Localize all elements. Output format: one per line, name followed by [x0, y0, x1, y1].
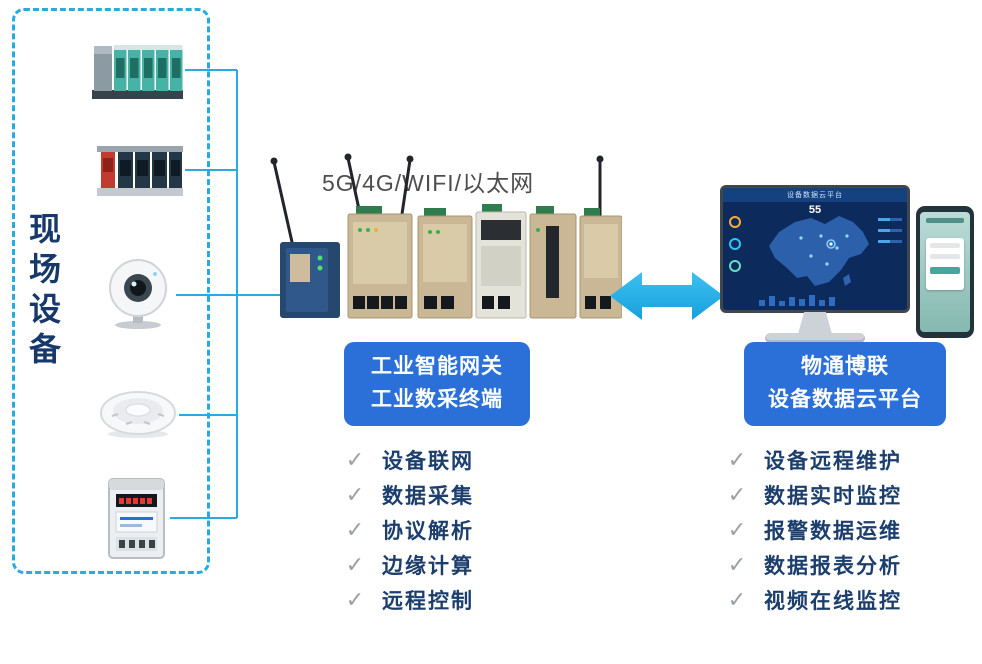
camera-icon — [100, 256, 175, 336]
phone-header-bar — [926, 218, 964, 223]
bidirectional-arrow-icon — [608, 268, 726, 329]
login-field — [930, 243, 960, 248]
plc-teal-icon — [90, 36, 185, 107]
gateway-feature-label: 数据采集 — [382, 484, 474, 508]
plc-dark-icon — [95, 140, 185, 203]
gateway-feature-row: ✓ 设备联网 — [344, 442, 474, 477]
cloud-title-box: 物通博联 设备数据云平台 — [744, 342, 946, 426]
dashboard-title: 设备数据云平台 — [787, 192, 843, 199]
check-icon: ✓ — [727, 446, 747, 472]
gauge-icon — [729, 216, 741, 228]
check-icon: ✓ — [345, 586, 365, 612]
gateway-title-box: 工业智能网关 工业数采终端 — [344, 342, 530, 426]
gateway-feature-label: 远程控制 — [382, 589, 474, 613]
field-devices-label: 现场设备 — [25, 212, 61, 372]
dashboard-header: 设备数据云平台 — [723, 188, 907, 202]
check-icon: ✓ — [727, 586, 747, 612]
login-button — [930, 267, 960, 274]
phone-login-card — [926, 238, 964, 290]
cloud-feature-list: ✓ 设备远程维护 ✓ 数据实时监控 ✓ 报警数据运维 ✓ 数据报表分析 ✓ 视频… — [726, 442, 902, 617]
dashboard-side-stats — [878, 218, 902, 243]
china-map-icon — [751, 208, 879, 299]
gateway-feature-label: 协议解析 — [382, 519, 474, 543]
network-label: 5G/4G/WIFI/以太网 — [322, 170, 535, 196]
gateway-feature-row: ✓ 数据采集 — [344, 477, 474, 512]
gateway-devices-illustration — [262, 150, 623, 345]
gateway-feature-row: ✓ 边缘计算 — [344, 547, 474, 582]
cloud-feature-row: ✓ 视频在线监控 — [726, 582, 902, 617]
check-icon: ✓ — [727, 551, 747, 577]
cloud-title-line2: 设备数据云平台 — [768, 388, 922, 411]
cloud-feature-label: 视频在线监控 — [764, 589, 902, 613]
gateway-title-line2: 工业数采终端 — [371, 388, 503, 411]
login-field — [930, 254, 960, 259]
dashboard-monitor: 设备数据云平台 55 — [720, 185, 910, 313]
phone-screen — [920, 212, 970, 332]
cloud-feature-label: 设备远程维护 — [764, 449, 902, 473]
gateway-feature-label: 边缘计算 — [382, 554, 474, 578]
smoke-detector-icon — [98, 386, 178, 446]
energy-meter-icon — [104, 476, 169, 566]
gateway-feature-row: ✓ 远程控制 — [344, 582, 474, 617]
check-icon: ✓ — [345, 481, 365, 507]
check-icon: ✓ — [727, 481, 747, 507]
cloud-feature-row: ✓ 设备远程维护 — [726, 442, 902, 477]
monitor-stand — [798, 312, 832, 334]
gauge-icon — [729, 238, 741, 250]
dashboard-gauges — [729, 216, 741, 272]
cloud-title-line1: 物通博联 — [801, 355, 889, 379]
cloud-feature-row: ✓ 数据报表分析 — [726, 547, 902, 582]
check-icon: ✓ — [345, 551, 365, 577]
gauge-icon — [729, 260, 741, 272]
cloud-feature-row: ✓ 数据实时监控 — [726, 477, 902, 512]
dashboard-alarm-count: 55 — [808, 204, 822, 216]
gateway-title-line1: 工业智能网关 — [371, 355, 503, 379]
phone-mockup — [916, 206, 974, 338]
field-devices-panel — [12, 8, 210, 574]
cloud-feature-label: 报警数据运维 — [764, 519, 902, 543]
cloud-feature-row: ✓ 报警数据运维 — [726, 512, 902, 547]
cloud-feature-label: 数据报表分析 — [764, 554, 902, 578]
check-icon: ✓ — [345, 516, 365, 542]
gateway-feature-label: 设备联网 — [382, 449, 474, 473]
monitor-base — [765, 333, 865, 343]
cloud-feature-label: 数据实时监控 — [764, 484, 902, 508]
check-icon: ✓ — [727, 516, 747, 542]
gateway-feature-row: ✓ 协议解析 — [344, 512, 474, 547]
check-icon: ✓ — [345, 446, 365, 472]
dashboard-bar-chart — [759, 295, 835, 306]
gateway-feature-list: ✓ 设备联网 ✓ 数据采集 ✓ 协议解析 ✓ 边缘计算 ✓ 远程控制 — [344, 442, 474, 617]
